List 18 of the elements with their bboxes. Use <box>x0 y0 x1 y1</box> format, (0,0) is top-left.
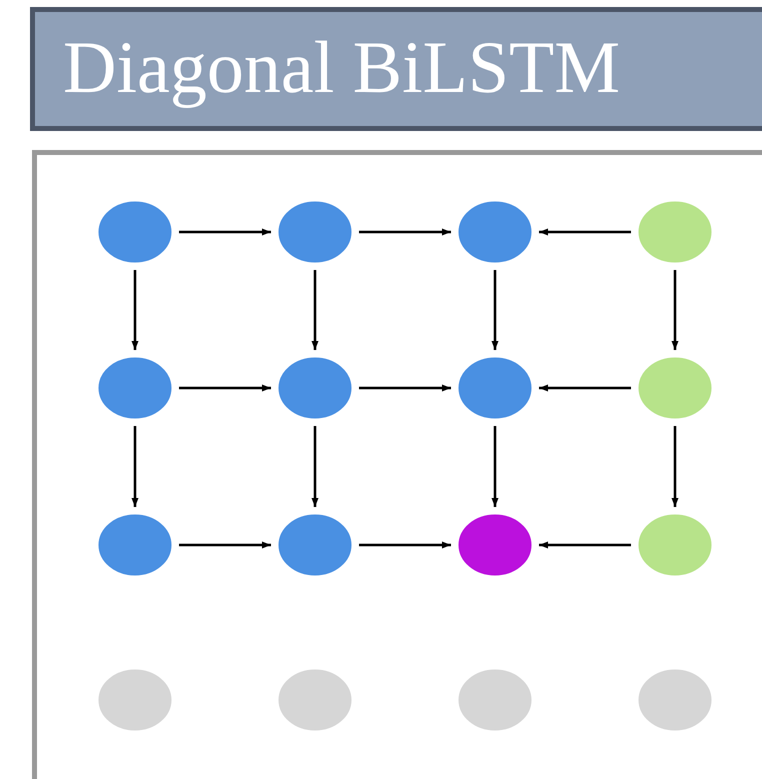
arrow <box>672 270 678 350</box>
arrow <box>492 270 498 350</box>
arrow <box>132 426 138 507</box>
arrow <box>359 228 451 236</box>
arrow <box>539 542 631 548</box>
arrow <box>492 426 498 507</box>
arrow <box>672 426 678 507</box>
arrow <box>179 542 271 548</box>
arrow <box>539 228 631 236</box>
arrow <box>179 384 271 392</box>
title-banner: Diagonal BiLSTM <box>30 7 762 131</box>
arrow <box>179 228 271 236</box>
arrow <box>312 426 318 507</box>
arrow <box>539 384 631 392</box>
arrow <box>312 270 318 350</box>
arrow <box>359 384 451 392</box>
arrow <box>132 270 138 350</box>
arrow <box>359 542 451 548</box>
